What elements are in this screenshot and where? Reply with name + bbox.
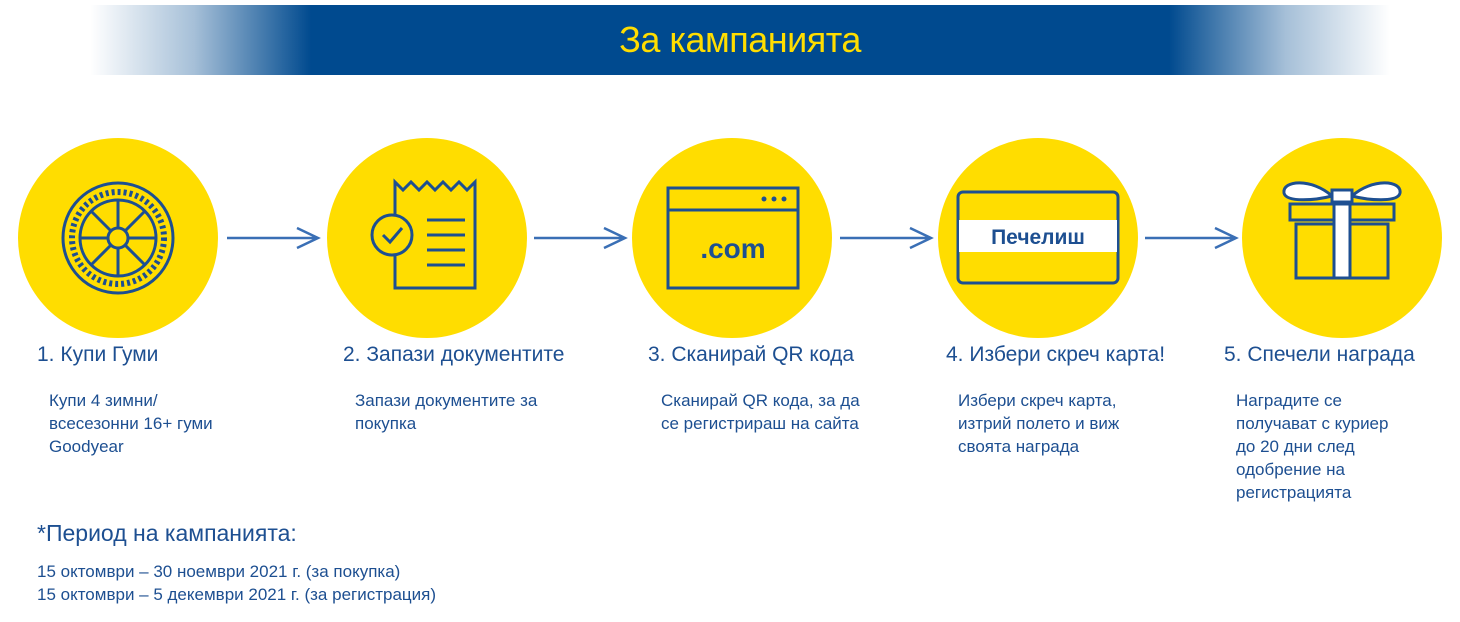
header-banner: За кампанията [90, 5, 1390, 75]
scratch-card-text: Печелиш [991, 226, 1085, 249]
gift-icon [1282, 181, 1402, 280]
arrow-icon [534, 226, 628, 250]
page-title: За кампанията [619, 19, 861, 60]
arrow-icon [227, 226, 321, 250]
period-title: *Период на кампанията: [37, 520, 297, 546]
step-4-description: Избери скреч карта, изтрий полето и виж … [958, 391, 1120, 456]
step-5-description: Наградите се получават с куриер до 20 дн… [1236, 391, 1389, 502]
step-2-circle [327, 138, 527, 338]
browser-icon-text: .com [700, 233, 765, 264]
period-line-registration: 15 октомври – 5 декември 2021 г. (за рег… [37, 585, 437, 604]
step-4-circle: Печелиш [938, 138, 1138, 338]
step-2-title: 2. Запази документите [343, 343, 565, 366]
step-5-title: 5. Спечели награда [1224, 343, 1415, 366]
step-1-title: 1. Купи Гуми [37, 343, 159, 366]
step-3-title: 3. Сканирай QR кода [648, 343, 855, 366]
step-4-title: 4. Избери скреч карта! [946, 343, 1166, 366]
step-3-circle: .com [632, 138, 832, 338]
tire-icon [61, 181, 175, 295]
browser-icon: .com [666, 186, 800, 290]
step-1-description: Купи 4 зимни/ всесезонни 16+ гуми Goodye… [49, 391, 213, 456]
scratch-card-icon: Печелиш [956, 190, 1120, 285]
step-2-description: Запази документите за покупка [355, 391, 538, 433]
arrow-icon [840, 226, 934, 250]
step-3-description: Сканирай QR кода, за да се регистрираш н… [661, 391, 860, 433]
step-1-circle [18, 138, 218, 338]
period-line-purchase: 15 октомври – 30 ноември 2021 г. (за пок… [37, 562, 401, 581]
receipt-icon [370, 178, 477, 290]
step-5-circle [1242, 138, 1442, 338]
arrow-icon [1145, 226, 1239, 250]
